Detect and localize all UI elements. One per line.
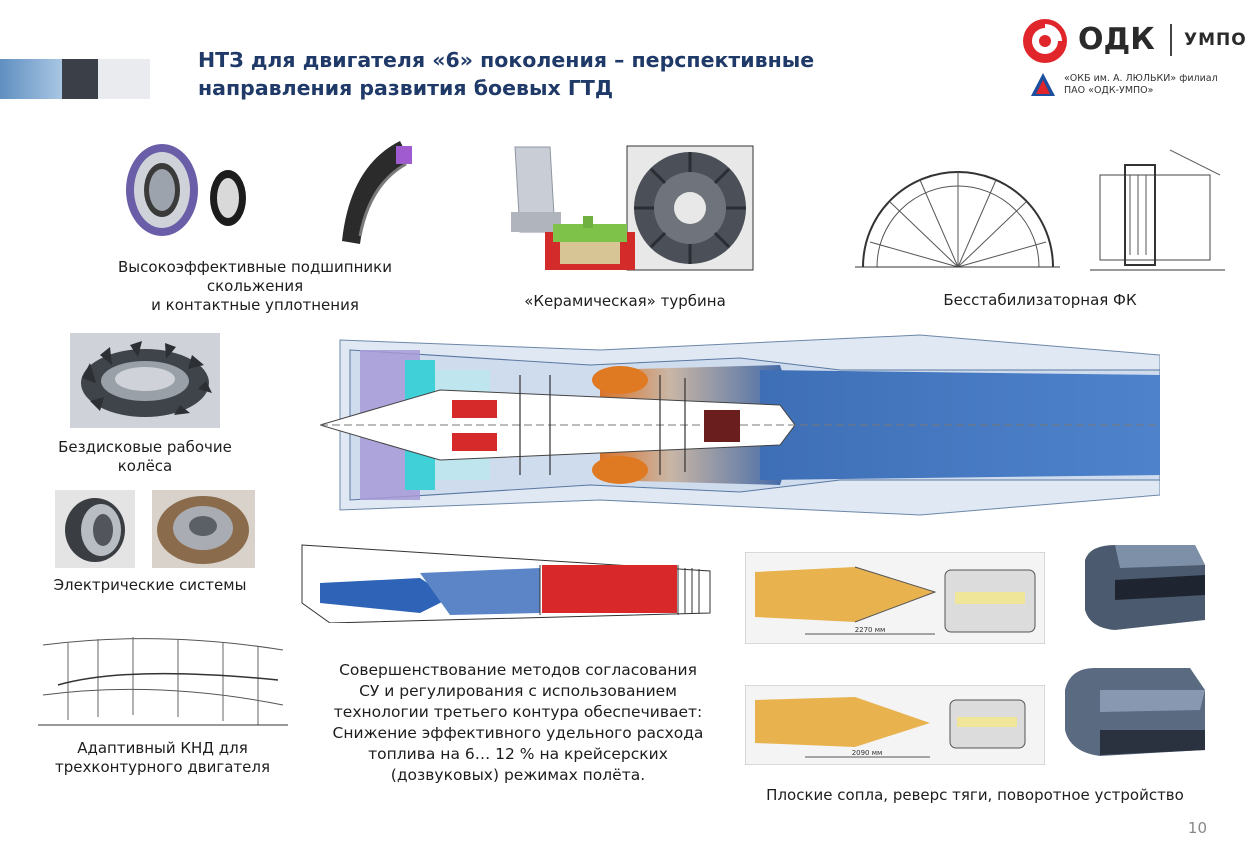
logo-divider bbox=[1170, 24, 1172, 56]
caption-nozzles: Плоские сопла, реверс тяги, поворотное у… bbox=[766, 786, 1184, 804]
logo-affiliate-line2: ПАО «ОДК-УМПО» bbox=[1064, 85, 1154, 96]
odk-logo: ОДК УМПО «ОКБ им. А. ЛЮЛЬКИ» филиал ПАО … bbox=[1020, 16, 1250, 106]
flat-nozzle-3d-lower bbox=[1065, 668, 1205, 756]
nozzle-dim-lower: 2090 мм bbox=[852, 749, 883, 757]
combustor-side-drawing bbox=[1090, 149, 1225, 271]
caption-combustor: Бесстабилизаторная ФК bbox=[943, 291, 1137, 309]
adaptive-fan-drawing bbox=[38, 637, 288, 726]
nozzle-dim-upper: 2270 мм bbox=[855, 626, 886, 634]
bearing-image bbox=[126, 144, 246, 236]
logo-brand: ОДК bbox=[1078, 22, 1155, 57]
turbine-image bbox=[511, 145, 754, 271]
caption-adaptive-fan: Адаптивный КНД для трехконтурного двигат… bbox=[55, 739, 270, 776]
engine-cross-section bbox=[320, 334, 1160, 516]
page-title: НТЗ для двигателя «6» поколения – перспе… bbox=[198, 48, 815, 100]
okb-emblem-icon bbox=[1031, 73, 1055, 96]
caption-bearings: Высокоэффективные подшипники скольжения … bbox=[118, 258, 392, 314]
combustor-front-drawing bbox=[855, 171, 1060, 268]
third-stream-schematic bbox=[301, 544, 711, 623]
odk-emblem-icon bbox=[1023, 19, 1067, 63]
caption-turbine: «Керамическая» турбина bbox=[524, 292, 726, 310]
seal-image bbox=[342, 141, 412, 244]
logo-division: УМПО bbox=[1184, 30, 1247, 50]
flat-nozzle-upper-drawing: 2270 мм bbox=[745, 552, 1045, 644]
page-number: 10 bbox=[1187, 819, 1207, 837]
caption-third-stream: Совершенствование методов согласования С… bbox=[332, 661, 704, 784]
flat-nozzle-3d-upper bbox=[1085, 545, 1205, 630]
flat-nozzle-lower-drawing: 2090 мм bbox=[745, 685, 1045, 765]
logo-affiliate-line1: «ОКБ им. А. ЛЮЛЬКИ» филиал bbox=[1064, 73, 1218, 84]
caption-electric: Электрические системы bbox=[53, 576, 247, 594]
header-decoration bbox=[0, 59, 150, 99]
caption-blisk: Бездисковые рабочие колёса bbox=[58, 438, 232, 475]
blisk-image bbox=[70, 333, 220, 428]
electric-systems-image bbox=[55, 490, 255, 568]
